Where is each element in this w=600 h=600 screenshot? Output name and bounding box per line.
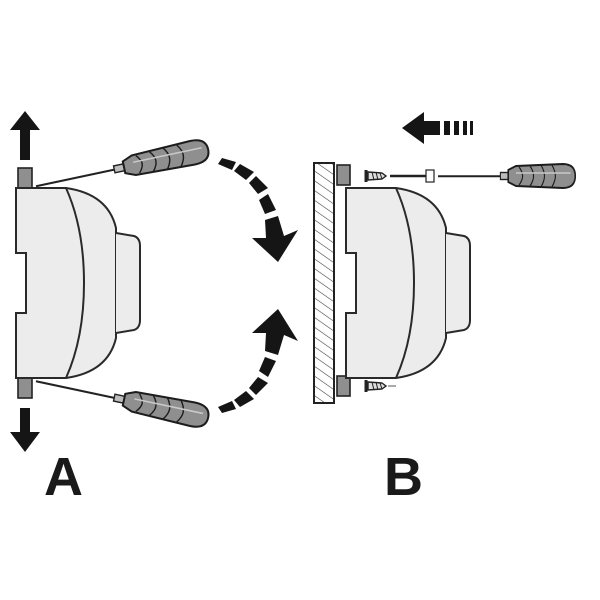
mounting-foot-top — [336, 164, 351, 186]
screwdriver-bit — [390, 169, 435, 183]
screwdriver-icon — [436, 162, 577, 190]
panel-a: A — [10, 111, 298, 507]
arrow-up-icon — [10, 111, 40, 160]
screw-icon — [364, 170, 388, 182]
device-housing — [345, 187, 471, 379]
device-housing — [15, 187, 141, 379]
mounting-foot-bottom — [17, 377, 33, 399]
curved-arrow-icon — [218, 158, 298, 262]
mounting-foot-bottom — [336, 375, 351, 397]
panel-label-a: A — [44, 447, 83, 507]
arrow-left-icon — [402, 112, 473, 144]
curved-arrow-icon — [218, 309, 298, 413]
panel-label-b: B — [384, 447, 423, 507]
panel-b: B — [313, 112, 577, 507]
mounting-foot-top — [17, 167, 33, 191]
screw-icon — [364, 380, 388, 392]
arrow-down-icon — [10, 408, 40, 452]
wall — [313, 162, 335, 404]
